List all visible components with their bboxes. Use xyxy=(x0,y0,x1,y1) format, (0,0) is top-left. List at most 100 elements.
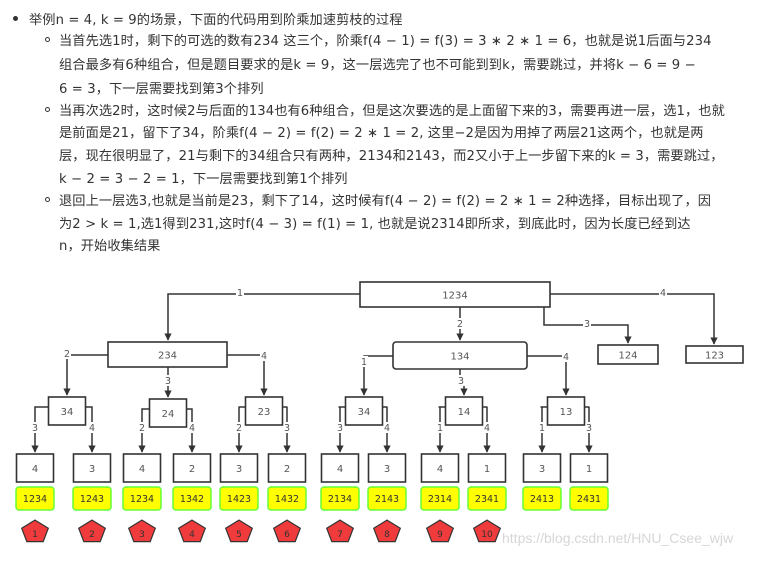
edge-label-bg xyxy=(436,422,444,433)
item-1-line-2: 组合最多有6种组合，但是题目要求的是k = 9，这一层选完了也不可能到到k，需要… xyxy=(59,58,696,73)
bullet-icon xyxy=(13,16,18,21)
node-leaf-11: 1 xyxy=(569,453,609,483)
node-level2-34-3-rect xyxy=(344,396,384,426)
edge-label: 4 xyxy=(384,423,390,434)
result-box xyxy=(420,486,460,511)
result-permutation-1342: 1342 xyxy=(172,486,212,511)
edge-label: 3 xyxy=(32,423,38,434)
result-box xyxy=(267,486,307,511)
result-box xyxy=(15,486,55,511)
result-permutation-2143: 2143 xyxy=(367,486,407,511)
pentagon-icon xyxy=(77,519,107,543)
watermark: https://blog.csdn.net/HNU_Csee_wjw xyxy=(502,530,734,546)
edge-label: 2 xyxy=(139,423,145,434)
result-box xyxy=(219,486,259,511)
edge-label: 4 xyxy=(89,423,95,434)
order-marker-6: 6 xyxy=(272,519,302,543)
result-permutation-2134: 2134 xyxy=(320,486,360,511)
node-level1-134-label: 134 xyxy=(450,352,469,363)
edge-label-bg xyxy=(583,318,591,329)
edge-label: 3 xyxy=(586,423,592,434)
node-root: 1234 xyxy=(359,281,551,308)
result-label: 1234 xyxy=(130,494,154,505)
node-level1-124-label: 124 xyxy=(618,351,637,362)
node-leaf-7: 3 xyxy=(367,453,407,483)
item-3-line-1: 退回上一层选3,也就是当前是23，剩下了14，这时候有f(4 − 2) = f(… xyxy=(59,194,712,209)
edge-label-bg xyxy=(585,422,593,433)
result-label: 2341 xyxy=(475,494,499,505)
node-leaf-0: 4 xyxy=(15,453,55,483)
result-permutation-2431: 2431 xyxy=(569,486,609,511)
node-level2-14-4-rect xyxy=(444,396,484,426)
order-marker-label: 7 xyxy=(337,530,343,540)
edge-label: 4 xyxy=(660,288,666,299)
node-level1-123: 123 xyxy=(685,345,744,364)
node-leaf-8-rect xyxy=(420,453,460,483)
node-leaf-6: 4 xyxy=(320,453,360,483)
node-level2-24-1-label: 24 xyxy=(162,409,175,420)
edge-label: 4 xyxy=(189,423,195,434)
node-leaf-11-label: 1 xyxy=(586,464,592,475)
result-box xyxy=(367,486,407,511)
edge-label: 1 xyxy=(361,357,367,368)
node-leaf-5: 2 xyxy=(267,453,307,483)
pentagon-icon xyxy=(272,519,302,543)
result-label: 2314 xyxy=(428,494,452,505)
node-level2-13-5-label: 13 xyxy=(560,407,573,418)
item-2-line-3: 层，现在很明显了，21与剩下的34组合只有两种，2134和2143，而2又小于上… xyxy=(59,149,724,164)
edge-label-bg xyxy=(63,348,71,359)
result-label: 1423 xyxy=(227,494,251,505)
pentagon-icon xyxy=(127,519,157,543)
edge-label-bg xyxy=(336,422,344,433)
node-level2-14-4-label: 14 xyxy=(458,407,471,418)
order-marker-10: 10 xyxy=(472,519,502,543)
order-marker-label: 5 xyxy=(236,530,242,540)
item-2-line-4: k − 2 = 3 − 2 = 1，下一层需要找到第1个排列 xyxy=(59,172,348,187)
result-label: 1234 xyxy=(23,494,47,505)
node-leaf-9: 1 xyxy=(467,453,507,483)
result-permutation-1234: 1234 xyxy=(15,486,55,511)
node-level1-234-label: 234 xyxy=(158,351,177,362)
node-leaf-6-label: 4 xyxy=(337,464,343,475)
edge-label-bg xyxy=(383,422,391,433)
node-leaf-1: 3 xyxy=(72,453,112,483)
node-leaf-4: 3 xyxy=(219,453,259,483)
pentagon-icon xyxy=(472,519,502,543)
node-level2-13-5-rect xyxy=(546,396,586,426)
node-root-rect xyxy=(359,281,551,308)
result-box xyxy=(569,486,609,511)
node-level1-234: 234 xyxy=(107,341,228,368)
edge-label-bg xyxy=(360,356,368,367)
edge-label-bg xyxy=(88,422,96,433)
pentagon-icon xyxy=(325,519,355,543)
order-marker-label: 8 xyxy=(384,530,390,540)
order-marker-label: 9 xyxy=(437,530,443,540)
node-level1-124-rect xyxy=(597,344,659,365)
node-level1-134-rect xyxy=(392,341,528,370)
edge-label-bg xyxy=(283,422,291,433)
result-permutation-1423: 1423 xyxy=(219,486,259,511)
order-marker-9: 9 xyxy=(425,519,455,543)
node-level2-34-3: 34 xyxy=(344,396,384,426)
result-box xyxy=(522,486,562,511)
result-box xyxy=(72,486,112,511)
order-marker-1: 1 xyxy=(20,519,50,543)
result-box xyxy=(320,486,360,511)
order-marker-label: 3 xyxy=(139,530,145,540)
edge-label: 3 xyxy=(284,423,290,434)
node-leaf-3: 2 xyxy=(172,453,212,483)
edge-label-bg xyxy=(260,350,268,361)
edge-label-bg xyxy=(188,422,196,433)
result-box xyxy=(122,486,162,511)
edge-label-bg xyxy=(562,351,570,362)
edge-label: 1 xyxy=(539,423,545,434)
sub-bullet-icon xyxy=(45,197,50,202)
node-leaf-0-label: 4 xyxy=(32,464,38,475)
node-leaf-11-rect xyxy=(569,453,609,483)
order-marker-label: 1 xyxy=(32,530,38,540)
edge-arrow xyxy=(527,355,570,396)
edge-arrow xyxy=(550,293,718,345)
node-leaf-2-label: 4 xyxy=(139,464,145,475)
